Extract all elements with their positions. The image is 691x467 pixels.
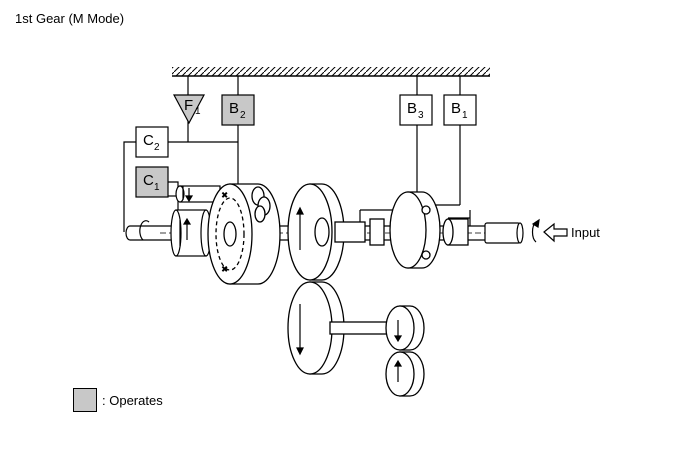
clutch-drum (170, 185, 221, 257)
f1-one-way-clutch: F 1 (172, 94, 206, 125)
c2-sub: 2 (154, 142, 160, 153)
c2-clutch: C 2 (135, 126, 169, 158)
output-gears (385, 305, 425, 397)
svg-text:×: × (222, 264, 227, 274)
b1-label: B (451, 100, 461, 117)
legend: : Operates (73, 388, 163, 412)
b3-brake: B 3 (399, 94, 433, 126)
housing-ground (172, 67, 490, 77)
page-title: 1st Gear (M Mode) (15, 11, 125, 26)
c1-sub: 1 (154, 182, 160, 193)
b3-sub: 3 (418, 110, 424, 121)
input-arrow-icon (543, 222, 568, 243)
svg-text:×: × (222, 190, 227, 200)
b2-label: B (229, 100, 239, 117)
legend-swatch (73, 388, 97, 412)
b3-label: B (407, 100, 417, 117)
f1-sub: 1 (195, 106, 201, 117)
front-planetary-gear: × × (207, 183, 281, 285)
b1-brake: B 1 (443, 94, 477, 126)
b2-brake: B 2 (221, 94, 255, 126)
c1-label: C (143, 172, 154, 189)
b1-sub: 1 (462, 110, 468, 121)
f1-label: F (184, 97, 193, 114)
counter-drive-gear (287, 183, 366, 281)
legend-label: : Operates (102, 392, 163, 408)
input-label: Input (571, 225, 600, 240)
c1-clutch: C 1 (135, 166, 169, 198)
connection-lines (123, 76, 471, 232)
rear-planetary-gear (369, 191, 469, 269)
rotation-arrows (139, 188, 540, 382)
b2-sub: 2 (240, 110, 246, 121)
c2-label: C (143, 132, 154, 149)
